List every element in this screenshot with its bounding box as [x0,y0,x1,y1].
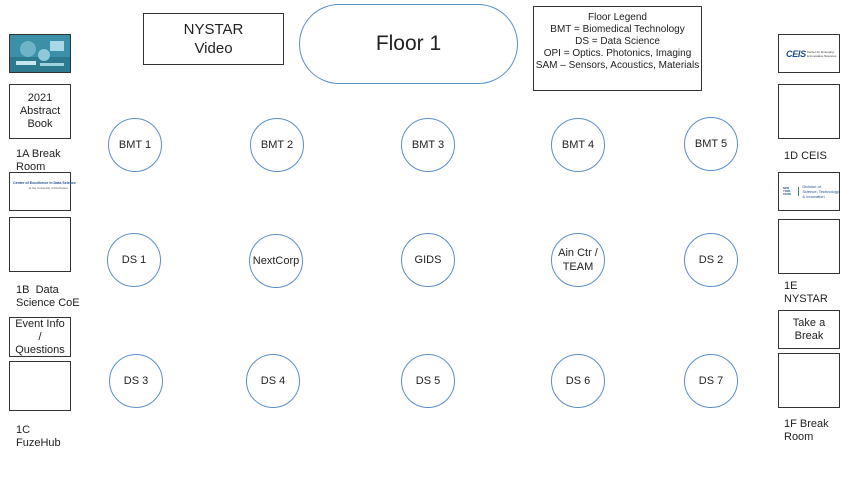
booth-ds-4-label: DS 4 [260,375,286,387]
booth-bmt-4-label: BMT 4 [561,139,595,151]
coe-logo-line-2: at the University of Rochester [28,186,68,190]
booth-gids[interactable]: GIDS [401,233,455,287]
booth-bmt-1-label: BMT 1 [118,139,152,151]
booth-bmt-2-label: BMT 2 [260,139,294,151]
floor-title-text: Floor 1 [375,32,442,55]
abstract-book-line-1: 2021 [27,92,53,104]
room-1a-line-1: 1A Break [16,148,61,160]
legend-title: Floor Legend [588,12,647,23]
nys-dsti-logo[interactable]: NEW YORK STATE Division of Science, Tech… [778,172,840,211]
ceis-logo-line-2: & Innovative Sciences [806,53,837,58]
abstract-book-box[interactable]: 2021 Abstract Book [9,84,71,139]
booth-ds-1-label: DS 1 [121,254,147,266]
ceis-logo-text: Center for Emerging & Innovative Science… [807,50,837,58]
nystar-video-line-1: NYSTAR [183,21,244,38]
take-break-line-2: Break [794,329,824,342]
take-break-line-1: Take a [792,316,826,329]
booth-bmt-5[interactable]: BMT 5 [684,117,738,171]
legend-line-sam: SAM – Sensors, Acoustics, Materials [535,60,700,71]
room-1e-label: 1E NYSTAR [784,280,828,306]
booth-ds-4[interactable]: DS 4 [246,354,300,408]
booth-gids-label: GIDS [414,254,442,266]
room-1f-line-2: Room [784,431,814,443]
booth-ds-1[interactable]: DS 1 [107,233,161,287]
booth-nextcorp[interactable]: NextCorp [249,234,303,288]
room-1d-label: 1D CEIS [784,150,827,162]
room-1e-line-1: 1E [784,280,798,292]
nys-logo-line-2: Science, Technology [802,189,839,194]
legend-line-bmt: BMT = Biomedical Technology [550,24,685,35]
nys-logo-text: Division of Science, Technology & Innova… [802,184,839,199]
booth-ds-2[interactable]: DS 2 [684,233,738,287]
room-1e-booth-box[interactable] [778,219,840,274]
booth-bmt-2[interactable]: BMT 2 [250,118,304,172]
room-1c-booth-box[interactable] [9,361,71,411]
booth-ds-2-label: DS 2 [698,254,724,266]
nys-logo-mark: NEW YORK STATE [783,187,800,196]
booth-ds-3[interactable]: DS 3 [109,354,163,408]
booth-ds-5-label: DS 5 [415,375,441,387]
event-info-line-1: Event Info [15,317,65,330]
nys-logo-line-1: Division of [802,184,821,189]
floor-legend: Floor Legend BMT = Biomedical Technology… [533,6,702,91]
room-1e-line-2: NYSTAR [784,293,828,305]
booth-bmt-1[interactable]: BMT 1 [108,118,162,172]
room-1f-line-1: 1F Break [784,418,829,430]
booth-ain-ctr-label-line-2: TEAM [562,261,594,273]
ceis-logo-line-1: Center for Emerging [806,49,834,54]
take-a-break-box[interactable]: Take a Break [778,310,840,349]
booth-ds-7[interactable]: DS 7 [684,354,738,408]
coe-logo-line-1: Center of Excellence in Data Science [13,181,76,185]
data-science-coe-logo[interactable]: Center of Excellence in Data Science at … [9,172,76,211]
booth-nextcorp-label: NextCorp [252,255,300,267]
abstract-book-line-2: Abstract [19,105,61,117]
room-1b-line-1: 1B Data [16,284,59,296]
room-1f-label: 1F Break Room [784,418,829,444]
room-1a-label: 1A Break Room [16,148,61,174]
booth-bmt-3[interactable]: BMT 3 [401,118,455,172]
booth-ain-ctr-team[interactable]: Ain Ctr / TEAM [551,233,605,287]
event-info-line-2: / [38,330,42,343]
room-1a-line-2: Room [16,161,46,173]
ceis-logo-mark: CEIS [786,48,806,59]
booth-bmt-5-label: BMT 5 [694,138,728,150]
room-1c-line-1: 1C [16,424,31,436]
legend-line-ds: DS = Data Science [575,36,660,47]
booth-bmt-4[interactable]: BMT 4 [551,118,605,172]
event-info-box[interactable]: Event Info / Questions [9,317,71,357]
booth-ds-5[interactable]: DS 5 [401,354,455,408]
booth-ds-6[interactable]: DS 6 [551,354,605,408]
event-info-line-3: Questions [15,343,65,356]
floor-title: Floor 1 [299,4,518,84]
abstract-book-line-3: Book [27,118,53,130]
room-1c-line-2: FuzeHub [16,437,61,449]
booth-ain-ctr-label-line-1: Ain Ctr / [558,247,598,259]
nystar-video-line-2: Video [194,40,233,57]
nys-logo-line-3: & Innovation [802,194,825,199]
ceis-logo[interactable]: CEIS Center for Emerging & Innovative Sc… [778,34,840,73]
room-1d-booth-box[interactable] [778,84,840,139]
booth-ds-7-label: DS 7 [698,375,724,387]
booth-ds-6-label: DS 6 [565,375,591,387]
cover-image-graphic [10,35,70,72]
legend-line-opi: OPI = Optics. Photonics, Imaging [543,48,692,59]
room-1b-label: 1B Data Science CoE [16,284,80,310]
room-1c-label: 1C FuzeHub [16,424,61,450]
room-1b-booth-box[interactable] [9,217,71,272]
room-1b-line-2: Science CoE [16,297,80,309]
booth-bmt-3-label: BMT 3 [411,139,445,151]
room-1f-booth-box[interactable] [778,353,840,408]
nystar-video-box[interactable]: NYSTAR Video [143,13,284,65]
abstract-book-cover-image[interactable] [9,34,71,73]
booth-ds-3-label: DS 3 [123,375,149,387]
